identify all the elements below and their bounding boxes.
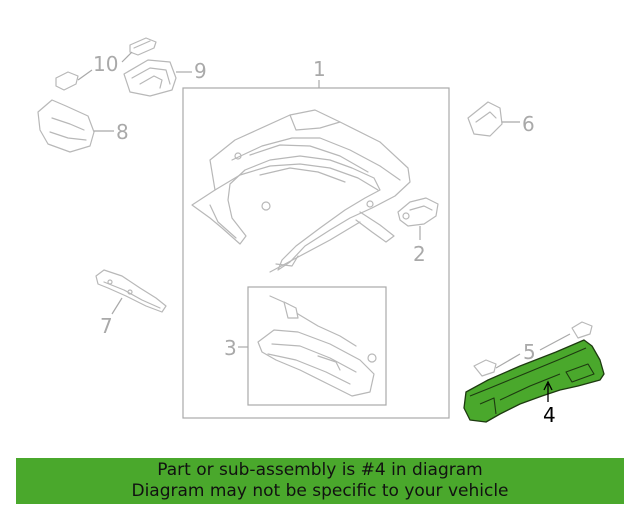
banner-line-1: Part or sub-assembly is #4 in diagram	[157, 460, 483, 480]
leader-7	[111, 297, 123, 315]
part-1-seat-frame[interactable]	[191, 109, 411, 273]
info-banner: Part or sub-assembly is #4 in diagram Di…	[16, 458, 624, 504]
part-7-rail[interactable]	[95, 269, 167, 313]
leader-4-arrow	[543, 380, 553, 402]
callout-7: 7	[100, 314, 113, 338]
callout-6: 6	[522, 112, 535, 136]
leader-10	[121, 51, 133, 63]
part-4-cover-highlighted[interactable]	[463, 339, 605, 423]
callout-2: 2	[413, 242, 426, 266]
leader-5a	[539, 333, 571, 351]
part-10-clip-left[interactable]	[55, 71, 79, 91]
part-8-cover[interactable]	[37, 99, 95, 153]
callout-5: 5	[523, 340, 536, 364]
callout-3: 3	[224, 336, 237, 360]
leader-5b	[495, 353, 521, 369]
part-10-clip[interactable]	[129, 37, 157, 56]
part-6-bracket[interactable]	[467, 101, 503, 137]
part-1-group-box	[182, 87, 450, 419]
part-5-clip[interactable]	[473, 321, 593, 377]
part-3-group-box	[247, 286, 387, 406]
banner-line-2: Diagram may not be specific to your vehi…	[131, 481, 509, 501]
callout-10: 10	[93, 52, 118, 76]
part-3-module[interactable]	[257, 295, 377, 397]
callout-4: 4	[543, 403, 556, 427]
leader-10b	[77, 69, 93, 81]
part-2-motor[interactable]	[397, 197, 439, 227]
callout-9: 9	[194, 59, 207, 83]
parts-diagram: 10 9 8 1	[37, 37, 605, 427]
callout-8: 8	[116, 120, 129, 144]
part-9-bracket[interactable]	[123, 59, 177, 97]
callout-1: 1	[313, 57, 326, 81]
